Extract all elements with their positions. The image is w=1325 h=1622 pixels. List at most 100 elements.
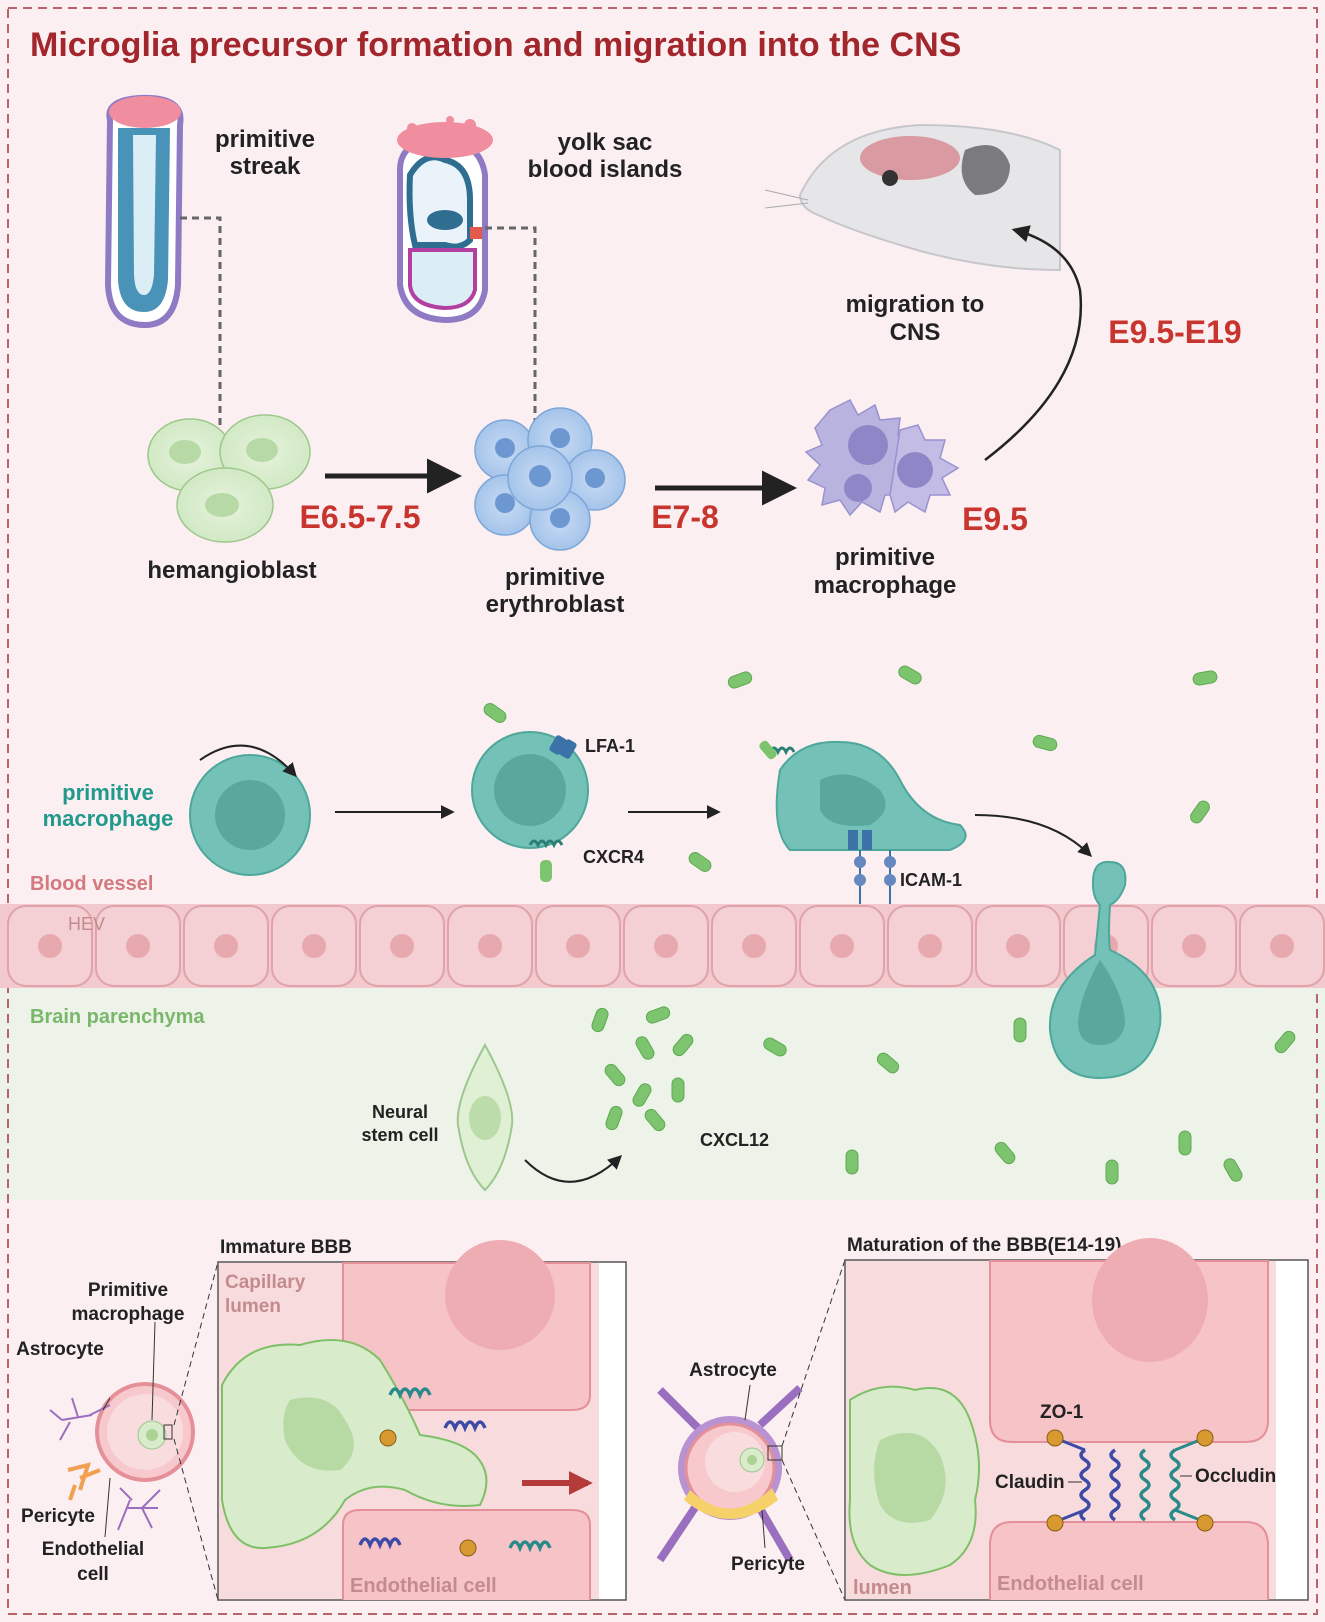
hev-cell-nucleus [566,934,590,958]
activated-macrophage-icon [471,731,589,882]
mid-macrophage-label-line2: macrophage [43,806,174,831]
figure-title: Microglia precursor formation and migrat… [30,26,961,64]
macrophage-label-line1: primitive [835,544,935,571]
immature-bbb-title: Immature BBB [220,1237,352,1258]
erythroblast-cells-icon [474,407,626,551]
chemokine-particles-blood [483,665,1218,872]
primitive-streak-label-line2: streak [230,153,301,180]
yolk-sac-label-line2: blood islands [528,156,683,183]
zoom-line-bottom [173,1438,219,1601]
macrophage-stage: E9.5 [962,501,1028,537]
brain-parenchyma-label: Brain parenchyma [30,1006,205,1028]
bl-pericyte-label: Pericyte [21,1506,95,1527]
migration-arrow [984,225,1083,461]
zoom-line-top [173,1261,219,1426]
mid-macrophage-label-line1: primitive [62,780,154,805]
chemokine-particle [1105,1159,1119,1185]
immature-bbb-zoom-panel [217,1240,627,1601]
chemokine-particle [1013,1017,1027,1043]
hev-label: HEV [68,914,105,934]
icam1-label: ICAM-1 [900,870,962,890]
bl-astrocyte-label: Astrocyte [16,1339,104,1360]
capillary-lumen-line2: lumen [225,1296,281,1317]
arresting-macrophage-icon [759,740,967,918]
chemokine-particle [1190,800,1210,824]
arrest-to-transmigration-arrow [974,814,1092,857]
br-astrocyte-label: Astrocyte [689,1360,777,1381]
streak-to-hemangioblast-arrow [180,216,228,449]
bl-primitive-macrophage-line1: Primitive [88,1280,168,1301]
lumen-label: lumen [853,1577,912,1599]
yolk-sac-label-line1: yolk sac [558,129,653,156]
primitive-macrophage-cells-icon [804,399,960,517]
bl-primitive-macrophage-line2: macrophage [72,1304,185,1325]
hev-cell-nucleus [38,934,62,958]
mature-bbb-zoom-panel [844,1238,1309,1601]
bl-endothelial-line2: cell [77,1564,109,1585]
blood-vessel-label: Blood vessel [30,873,153,895]
chemokine-particle [688,852,712,872]
hev-cell-nucleus [918,934,942,958]
immature-bbb-capillary-icon [49,1382,195,1531]
hev-cell-nucleus [214,934,238,958]
hev-cell-nucleus [390,934,414,958]
br-pericyte-label: Pericyte [731,1554,805,1575]
br-zoom-line-top [781,1259,846,1447]
cxcl12-secretion-arrow [524,1155,623,1183]
chemokine-particle [672,1033,694,1057]
occludin-label: Occludin [1195,1466,1276,1487]
transmigrating-macrophage-icon [1048,860,1162,1080]
yolk-sac-icon [397,116,493,324]
chemokine-particle [671,1077,685,1103]
rolling-arrow [199,744,297,778]
hev-cell-nucleus [830,934,854,958]
br-endothelial-cell-label: Endothelial cell [997,1573,1144,1595]
zo1-label: ZO-1 [1040,1402,1084,1423]
bl-macrophage-pointer [151,1321,156,1421]
hev-cell-nucleus [1182,934,1206,958]
erythroblast-label-line2: erythroblast [486,591,625,618]
primitive-streak-embryo-icon [104,94,184,329]
neural-stem-cell-label-line2: stem cell [361,1125,438,1145]
hev-cell-nucleus [1006,934,1030,958]
chemokine-particle [605,1105,623,1131]
neural-stem-cell-icon [456,1042,514,1192]
chemokine-particle [845,1149,859,1175]
primitive-streak-label-line1: primitive [215,126,315,153]
chemokine-particle [1274,1030,1296,1054]
capillary-lumen-line1: Capillary [225,1272,306,1293]
chemokine-particle [994,1141,1016,1165]
erythroblast-label-line1: primitive [505,564,605,591]
chemokine-particle [727,671,753,689]
chemokine-particle [1223,1158,1243,1182]
hemangioblast-cells-icon [147,414,311,543]
bl-endothelial-cell-label: Endothelial cell [350,1575,497,1597]
rolling-macrophage-icon [189,754,311,876]
mature-bbb-capillary-icon [656,1385,803,1563]
chemokine-particle [645,1006,671,1024]
hev-cell-nucleus [654,934,678,958]
mouse-head-icon [764,123,1061,272]
cxcr4-label: CXCR4 [583,847,644,867]
hev-cell-nucleus [478,934,502,958]
cxcl12-label: CXCL12 [700,1130,769,1150]
bl-endothelial-pointer [104,1477,111,1538]
lfa1-label: LFA-1 [585,736,635,756]
chemokine-particle [604,1063,626,1087]
br-pericyte-pointer [761,1509,766,1549]
chemokine-particle [1192,670,1218,686]
hev-cell-nucleus [126,934,150,958]
hev-cell-nucleus [742,934,766,958]
mature-bbb-title: Maturation of the BBB(E14-19) [847,1235,1121,1256]
hev-cell-nucleus [1270,934,1294,958]
neural-stem-cell-label-line1: Neural [372,1102,428,1122]
outer-dashed-frame [7,7,1318,1615]
erythroblast-stage: E7-8 [651,499,719,535]
leader-line [102,1397,111,1411]
bl-endothelial-line1: Endothelial [42,1539,144,1560]
chemokine-particle [1178,1130,1192,1156]
migration-label-line2: CNS [890,319,941,346]
chemokine-particle [1032,734,1058,752]
chemokine-particle [591,1007,609,1033]
